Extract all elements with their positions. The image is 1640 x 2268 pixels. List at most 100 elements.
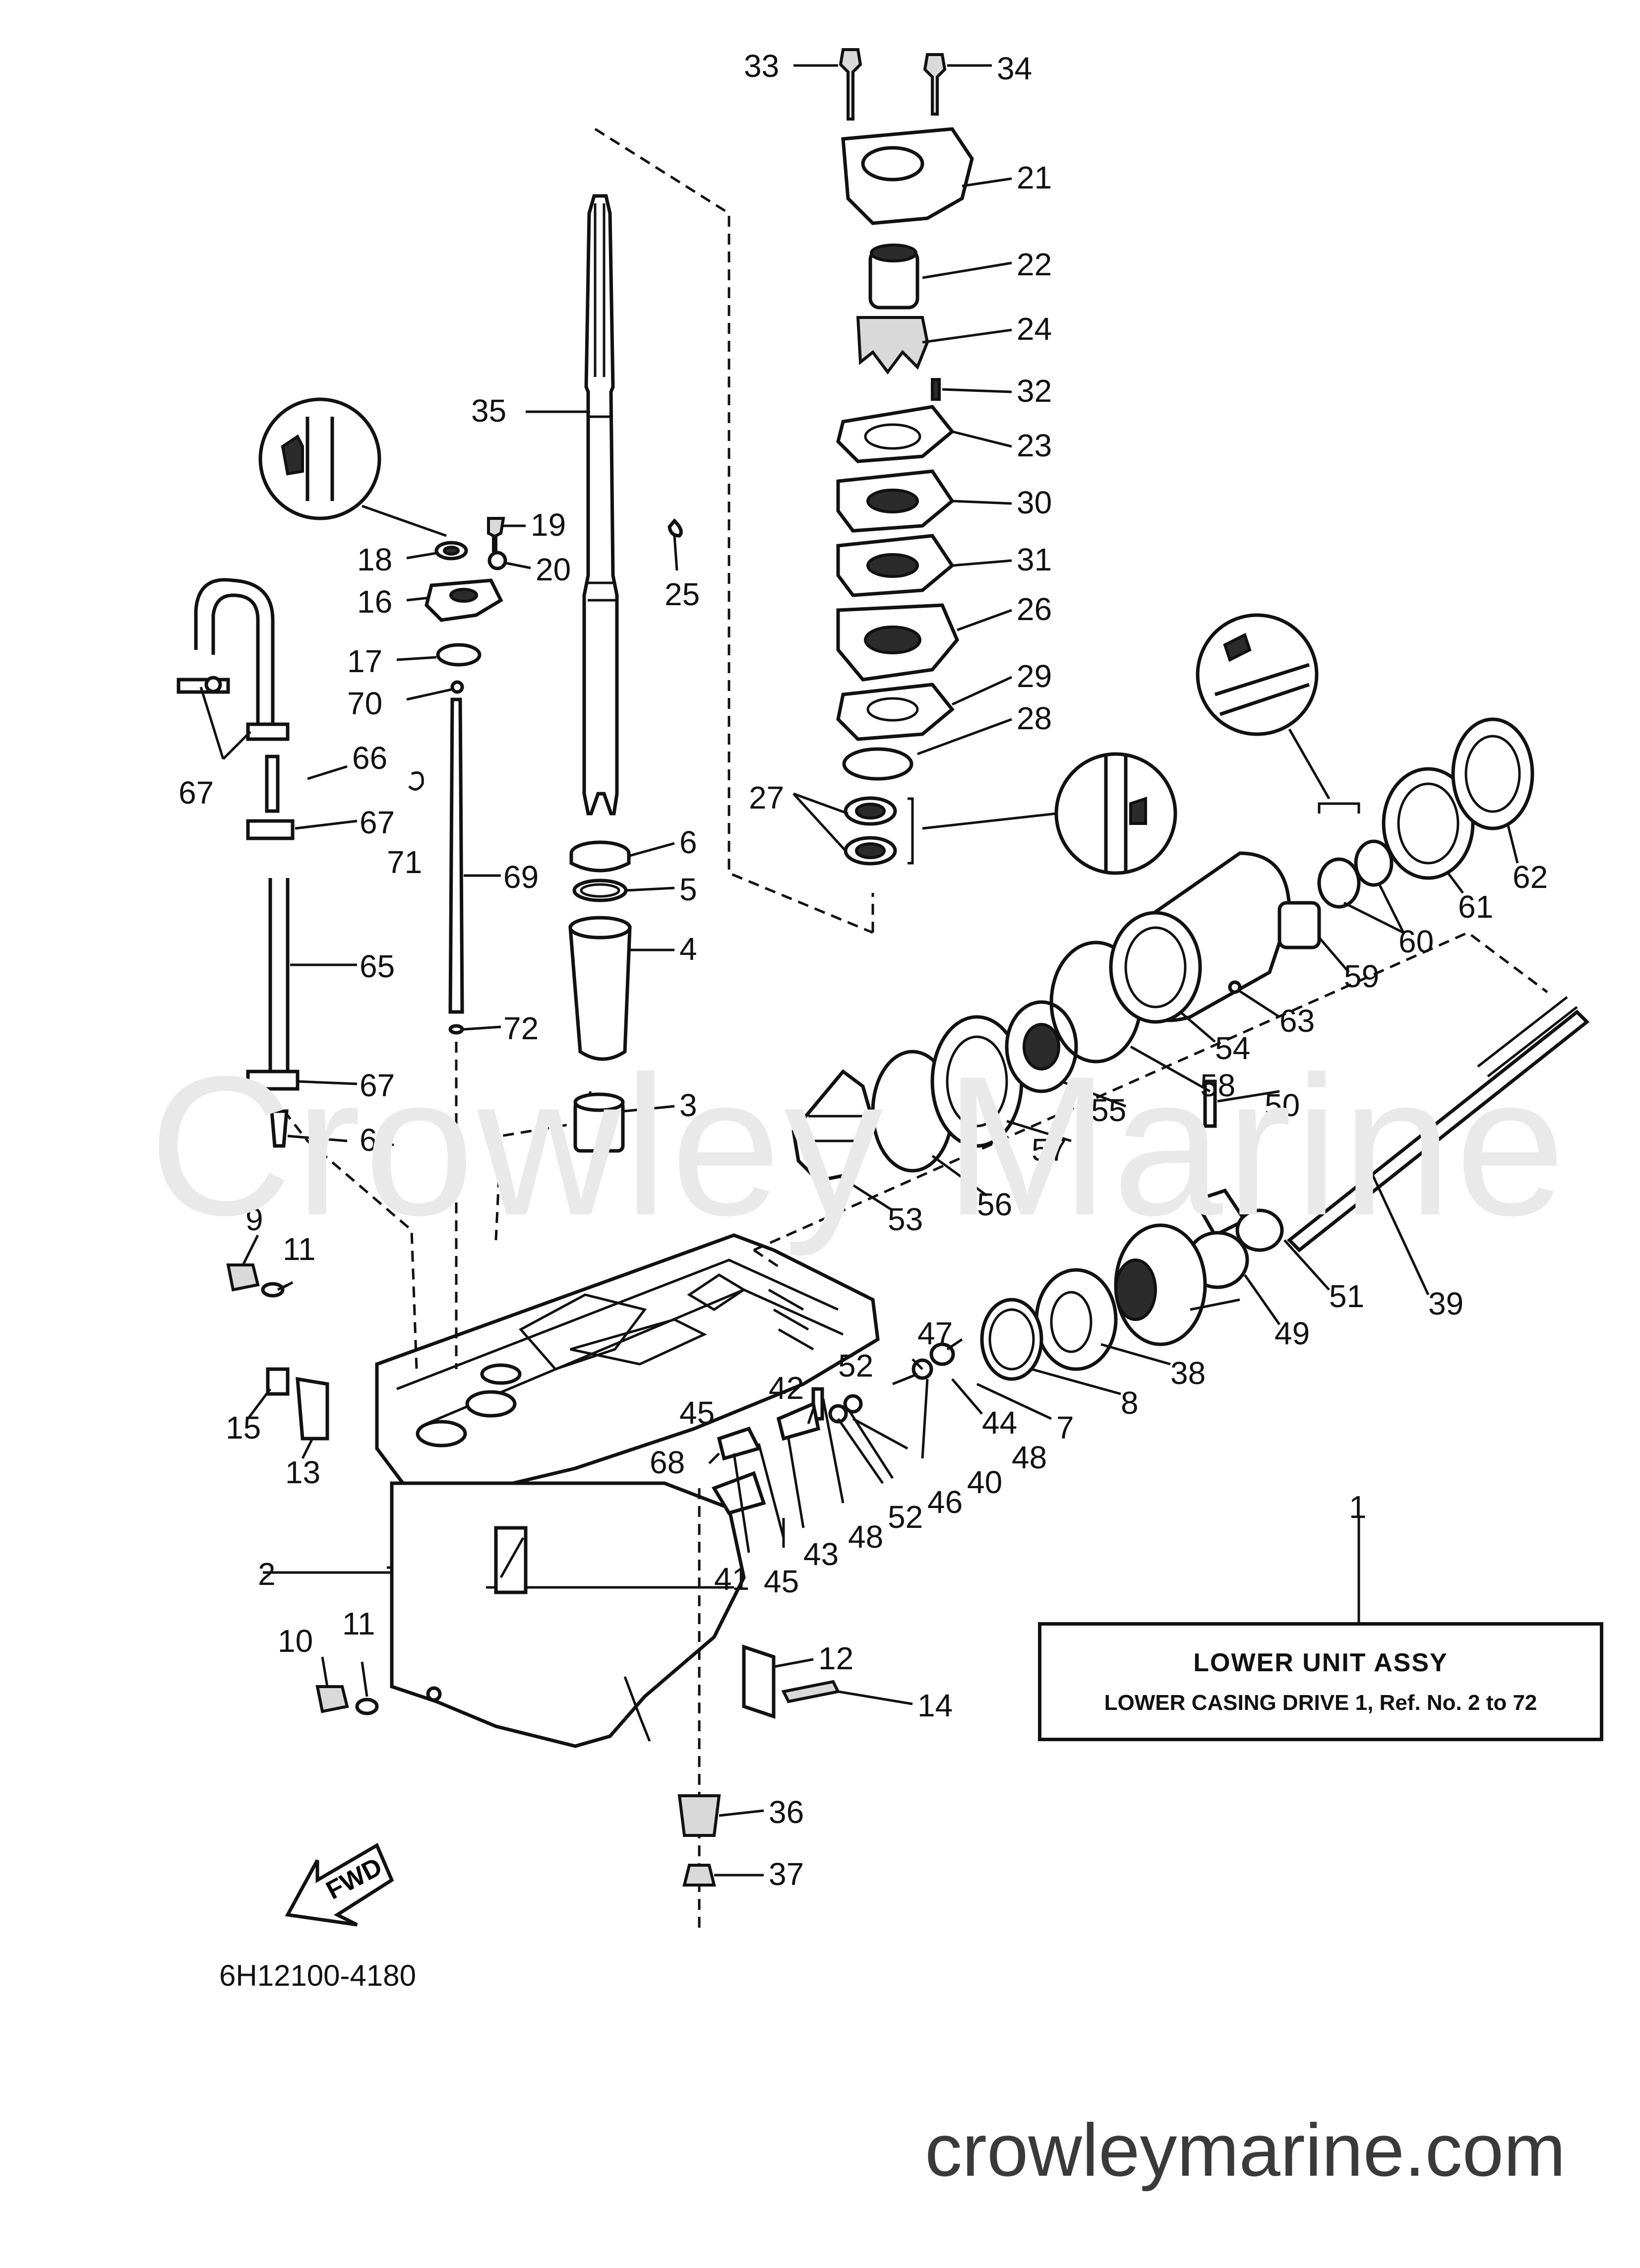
- callout-6: 6: [679, 824, 697, 860]
- callout-38: 38: [1170, 1355, 1206, 1391]
- callout-67-c: 67: [360, 1068, 395, 1103]
- callout-5: 5: [679, 872, 697, 907]
- guide-line-propshaft-box-2: [753, 1249, 785, 1271]
- callout-58: 58: [1200, 1068, 1235, 1103]
- water-pump-stack: [836, 48, 974, 866]
- guide-line-shaft: [594, 127, 873, 934]
- callout-55: 55: [1091, 1092, 1126, 1128]
- callout-62: 62: [1513, 859, 1548, 895]
- callout-16: 16: [357, 584, 392, 620]
- callout-40: 40: [967, 1464, 1002, 1500]
- propeller-housing-group: [791, 717, 1534, 1183]
- callout-12: 12: [818, 1640, 853, 1676]
- inset-circle-gear-seal: [1196, 613, 1331, 800]
- guide-line-left: [272, 1095, 418, 1370]
- callout-65: 65: [360, 948, 395, 984]
- callout-2: 2: [258, 1556, 276, 1592]
- callout-69: 69: [503, 859, 539, 895]
- callout-30: 30: [1017, 485, 1052, 520]
- callout-52-a: 52: [838, 1348, 873, 1384]
- inset-circle-bearing-seal: [922, 752, 1177, 875]
- drawing-code: 6H12100-4180: [219, 1959, 417, 1992]
- guide-line-casing: [494, 1091, 592, 1241]
- callout-4: 4: [679, 931, 697, 967]
- callout-36: 36: [769, 1794, 804, 1830]
- callout-63: 63: [1279, 1003, 1315, 1039]
- leader-lines: [199, 64, 1519, 1877]
- callout-52-b: 52: [888, 1499, 923, 1535]
- callout-10: 10: [278, 1623, 313, 1659]
- callout-51: 51: [1329, 1278, 1364, 1314]
- callout-72: 72: [503, 1010, 539, 1046]
- fwd-arrow: FWD: [285, 1842, 394, 1927]
- callout-49: 49: [1275, 1316, 1310, 1351]
- callout-54: 54: [1215, 1030, 1250, 1066]
- callout-35: 35: [471, 393, 506, 429]
- callout-44: 44: [982, 1405, 1017, 1441]
- callout-42: 42: [769, 1370, 804, 1406]
- assembly-title: LOWER UNIT ASSY: [1193, 1648, 1448, 1677]
- callout-59: 59: [1344, 958, 1379, 994]
- callout-19: 19: [531, 507, 566, 543]
- callout-17: 17: [347, 643, 382, 679]
- callout-37: 37: [769, 1856, 804, 1892]
- callout-45-b: 45: [764, 1564, 799, 1599]
- callout-60: 60: [1398, 924, 1434, 959]
- callout-25: 25: [665, 576, 700, 612]
- callout-7: 7: [1056, 1410, 1074, 1446]
- callout-48-a: 48: [848, 1519, 883, 1555]
- callout-53: 53: [888, 1201, 923, 1237]
- callout-47: 47: [917, 1316, 953, 1351]
- callout-41: 41: [714, 1561, 749, 1597]
- callout-3: 3: [679, 1087, 697, 1123]
- callout-64: 64: [360, 1122, 395, 1158]
- callout-67-b: 67: [360, 805, 395, 840]
- callout-34: 34: [997, 51, 1032, 86]
- callout-46: 46: [927, 1484, 963, 1520]
- callout-11-b: 11: [342, 1606, 375, 1641]
- callout-9: 9: [245, 1201, 263, 1237]
- assembly-info-box: LOWER UNIT ASSY LOWER CASING DRIVE 1, Re…: [1038, 1622, 1603, 1741]
- callout-70: 70: [347, 686, 382, 721]
- callout-56: 56: [977, 1187, 1012, 1222]
- callout-27: 27: [749, 780, 784, 816]
- watermark: Crowley Marine: [149, 1035, 1569, 1257]
- callout-68: 68: [650, 1445, 685, 1480]
- hose-assembly: [177, 578, 300, 1148]
- callout-20: 20: [536, 552, 571, 587]
- callout-8: 8: [1121, 1385, 1139, 1421]
- callout-32: 32: [1017, 373, 1052, 409]
- callout-61: 61: [1458, 889, 1493, 925]
- callout-50: 50: [1265, 1087, 1300, 1123]
- callout-67-a: 67: [179, 775, 214, 811]
- shift-rod-assembly: [408, 517, 683, 1035]
- callout-33: 33: [744, 48, 779, 84]
- callout-assy-1: 1: [1349, 1489, 1367, 1525]
- callout-71: 71: [387, 844, 422, 880]
- callout-29: 29: [1017, 658, 1052, 694]
- callout-26: 26: [1017, 591, 1052, 627]
- propeller-shaft-group: [711, 996, 1590, 1515]
- callout-21: 21: [1017, 160, 1052, 195]
- guide-line-propshaft-box: [753, 931, 1548, 1252]
- callout-28: 28: [1017, 700, 1052, 736]
- callout-14: 14: [917, 1688, 953, 1723]
- callout-66: 66: [352, 740, 387, 776]
- driveshaft-bearings: [568, 840, 632, 1153]
- callout-13: 13: [285, 1454, 320, 1490]
- drive-shaft: [582, 194, 619, 816]
- callout-39: 39: [1428, 1286, 1463, 1322]
- callout-22: 22: [1017, 247, 1052, 282]
- callout-numbers: 33 34 21 22 24 32 23 30 31 26 29 28 27 3…: [179, 48, 1548, 1892]
- callout-31: 31: [1017, 542, 1052, 577]
- callout-57: 57: [1032, 1132, 1067, 1168]
- site-url[interactable]: crowleymarine.com: [925, 2108, 1566, 2192]
- callout-43: 43: [803, 1536, 839, 1572]
- assembly-subtitle: LOWER CASING DRIVE 1, Ref. No. 2 to 72: [1104, 1691, 1537, 1715]
- callout-23: 23: [1017, 428, 1052, 463]
- callout-15: 15: [226, 1410, 261, 1446]
- callout-24: 24: [1017, 311, 1052, 347]
- callout-45-a: 45: [679, 1395, 715, 1431]
- callout-11-a: 11: [283, 1231, 315, 1267]
